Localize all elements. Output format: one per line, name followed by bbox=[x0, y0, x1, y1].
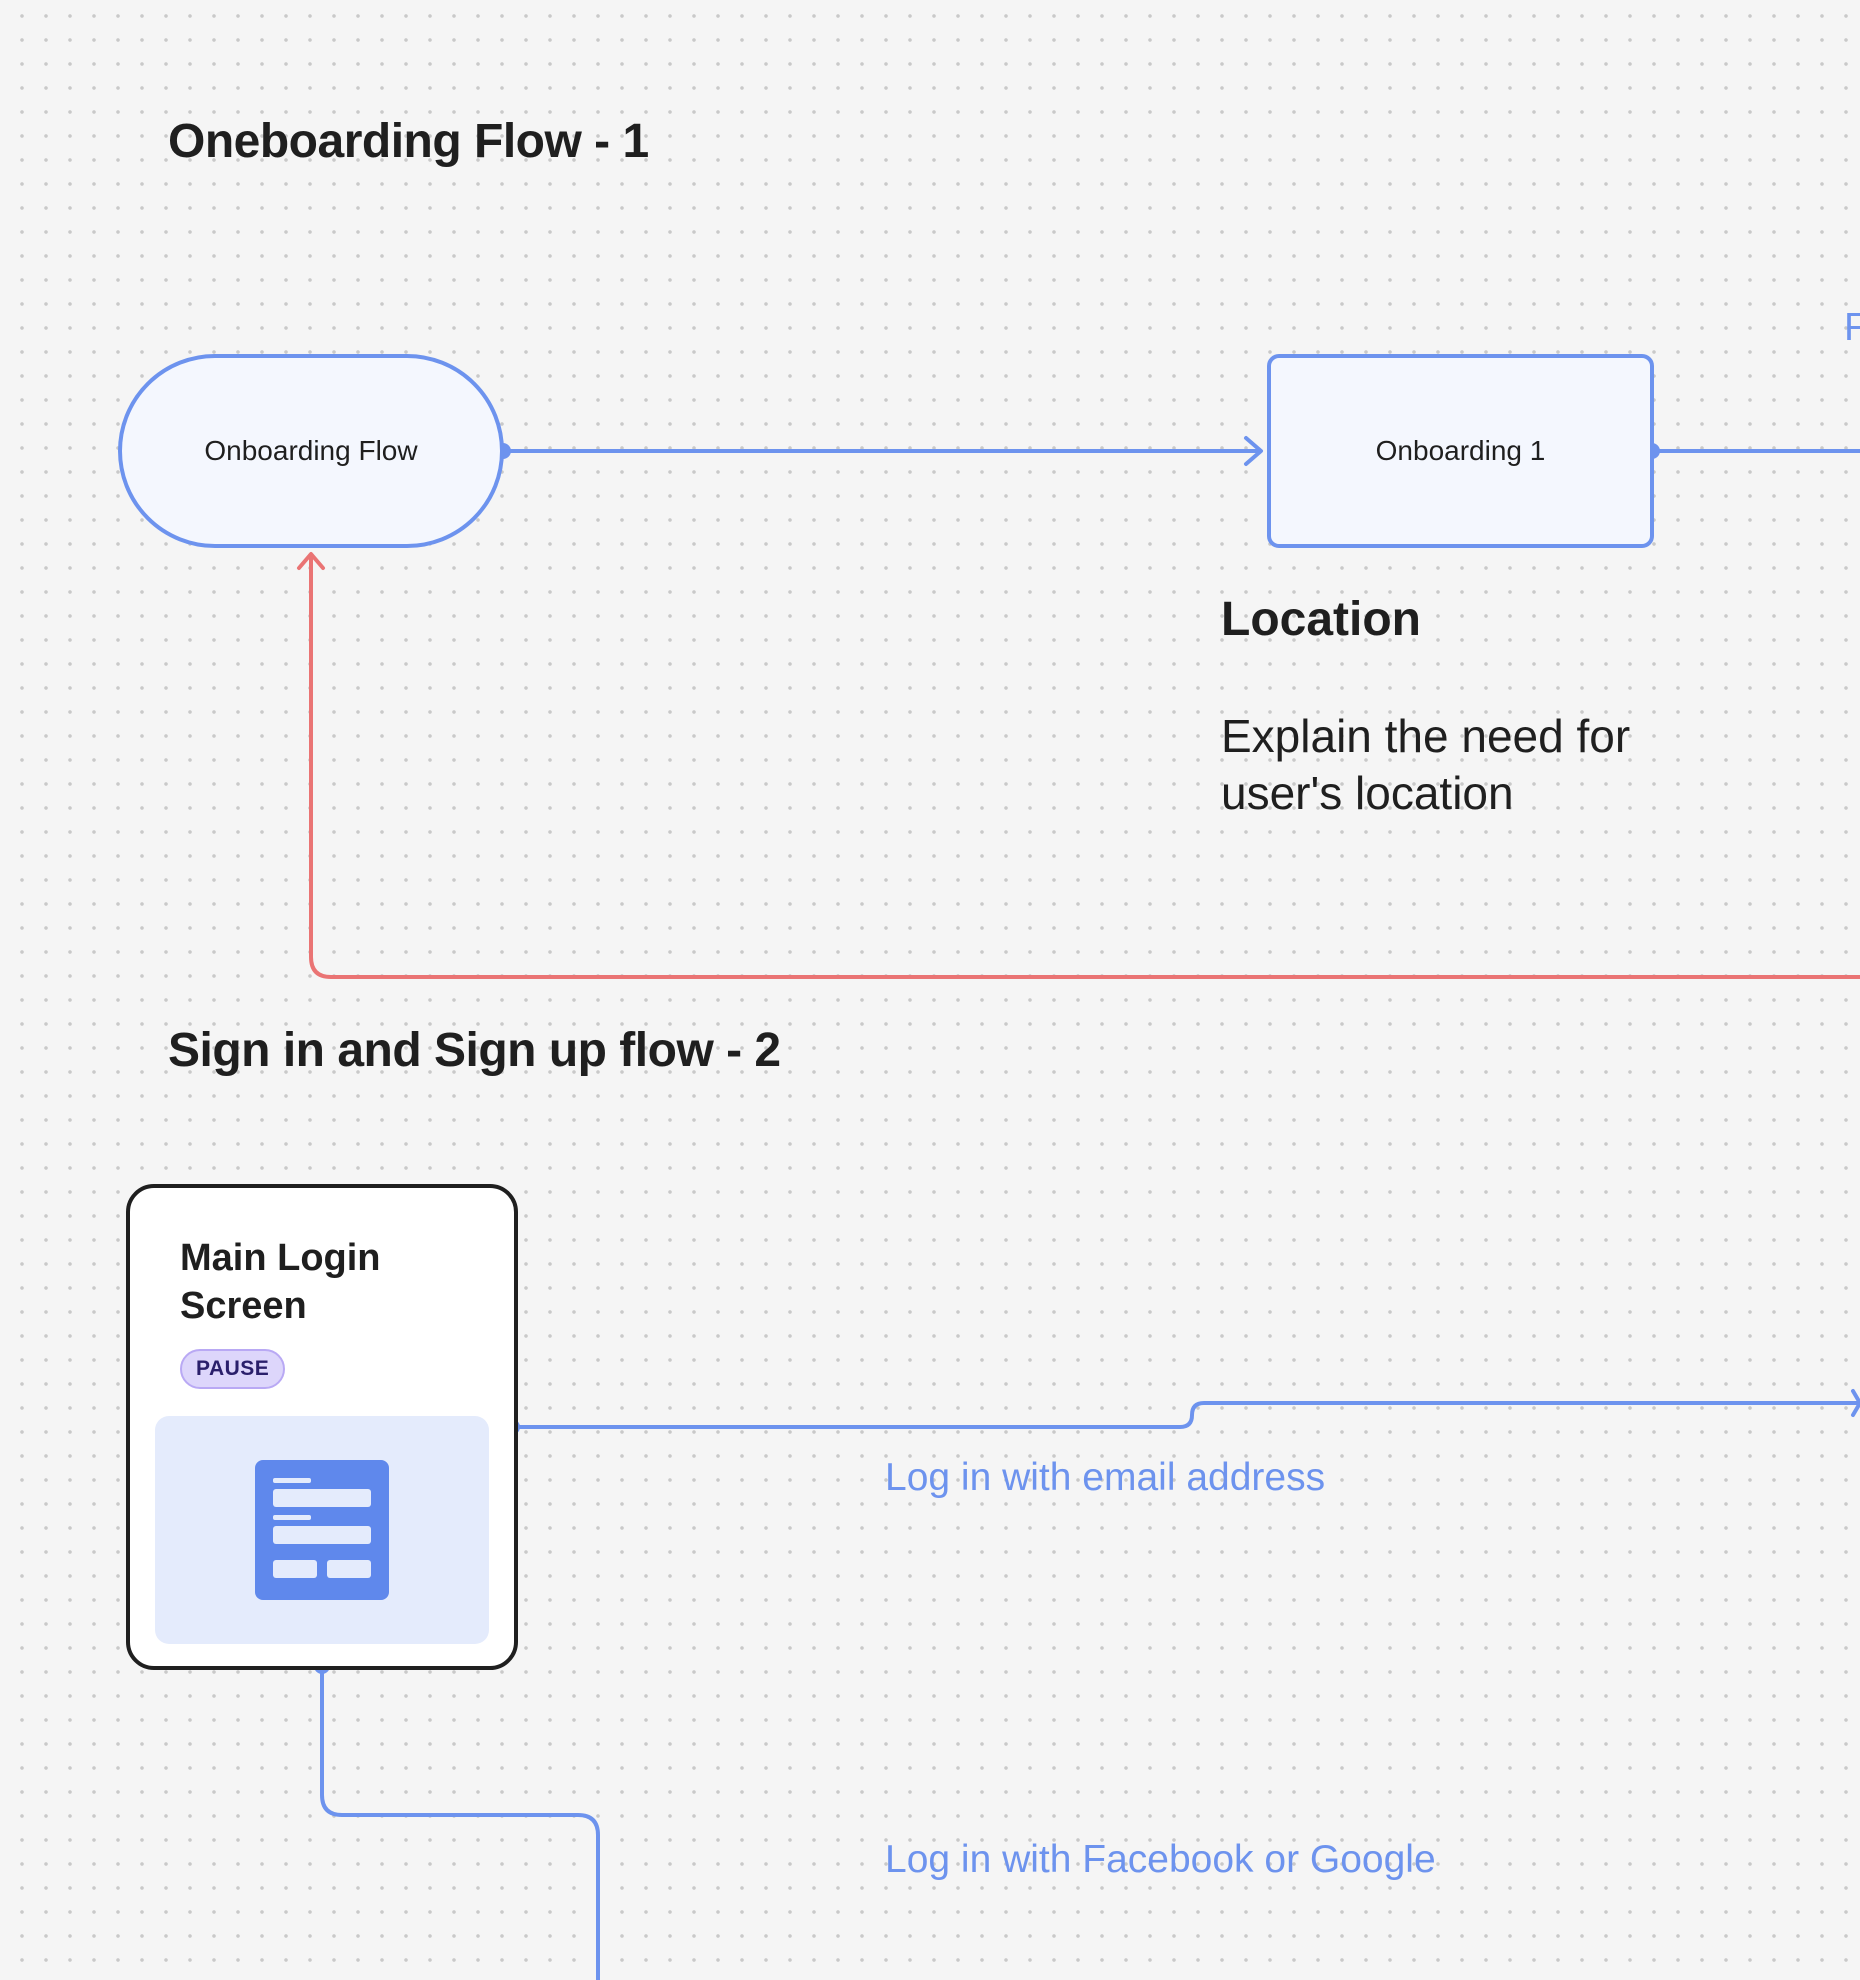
connector-social[interactable] bbox=[320, 1666, 600, 1980]
note-body: Explain the need for user's location bbox=[1221, 710, 1631, 819]
form-layout-icon bbox=[255, 1460, 389, 1600]
connector-loop-back[interactable] bbox=[309, 556, 1860, 979]
arrowhead-loop-back bbox=[297, 552, 325, 570]
arrowhead-onboarding1 bbox=[1244, 436, 1263, 466]
section-title-signin: Sign in and Sign up flow - 2 bbox=[168, 1024, 781, 1077]
edge-label-social[interactable]: Log in with Facebook or Google bbox=[885, 1838, 1436, 1881]
node-onboarding-1-label: Onboarding 1 bbox=[1375, 435, 1546, 466]
main-login-screen-card[interactable]: Main Login Screen PAUSE bbox=[126, 1184, 518, 1670]
note-title: Location bbox=[1221, 593, 1421, 646]
section-title-onboarding: Oneboarding Flow - 1 bbox=[168, 115, 649, 168]
edge-label-email[interactable]: Log in with email address bbox=[885, 1456, 1326, 1499]
connector-email[interactable] bbox=[512, 1401, 1860, 1429]
screen-preview bbox=[155, 1416, 489, 1644]
status-badge: PAUSE bbox=[180, 1349, 286, 1389]
offscreen-edge-label: F bbox=[1844, 306, 1860, 349]
node-onboarding-flow[interactable]: Onboarding Flow bbox=[118, 354, 504, 548]
node-onboarding-flow-label: Onboarding Flow bbox=[204, 435, 418, 466]
card-title: Main Login Screen bbox=[180, 1237, 381, 1327]
node-onboarding-1[interactable]: Onboarding 1 bbox=[1267, 354, 1654, 548]
arrowhead-email bbox=[1851, 1389, 1860, 1417]
